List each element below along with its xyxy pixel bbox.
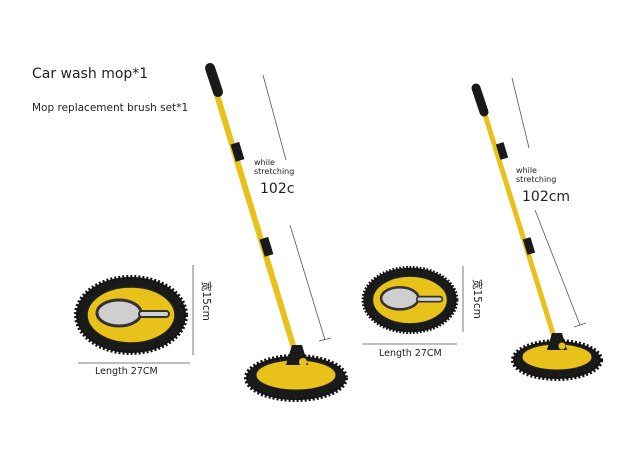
- right-length-label: 102cm: [522, 189, 571, 205]
- left-pad-length: Length 27CM: [95, 366, 158, 377]
- left-pad-width: 宽15cm: [200, 281, 212, 321]
- product-subtitle: Mop replacement brush set*1: [32, 102, 189, 114]
- stretch-label: while stretching: [254, 158, 295, 176]
- left-replacement-pad: [74, 265, 194, 364]
- right-pad-width: 宽15cm: [471, 279, 483, 319]
- right-stretch-label: while stretching: [516, 166, 557, 184]
- right-replacement-pad: [361, 266, 464, 345]
- right-pad-length: Length 27CM: [379, 348, 442, 359]
- left-mop-label: while stretching 102c: [252, 158, 297, 202]
- left-mop: [205, 63, 348, 402]
- product-title: Car wash mop*1: [32, 66, 149, 82]
- length-label: 102c: [260, 181, 295, 197]
- right-mop: [471, 77, 603, 381]
